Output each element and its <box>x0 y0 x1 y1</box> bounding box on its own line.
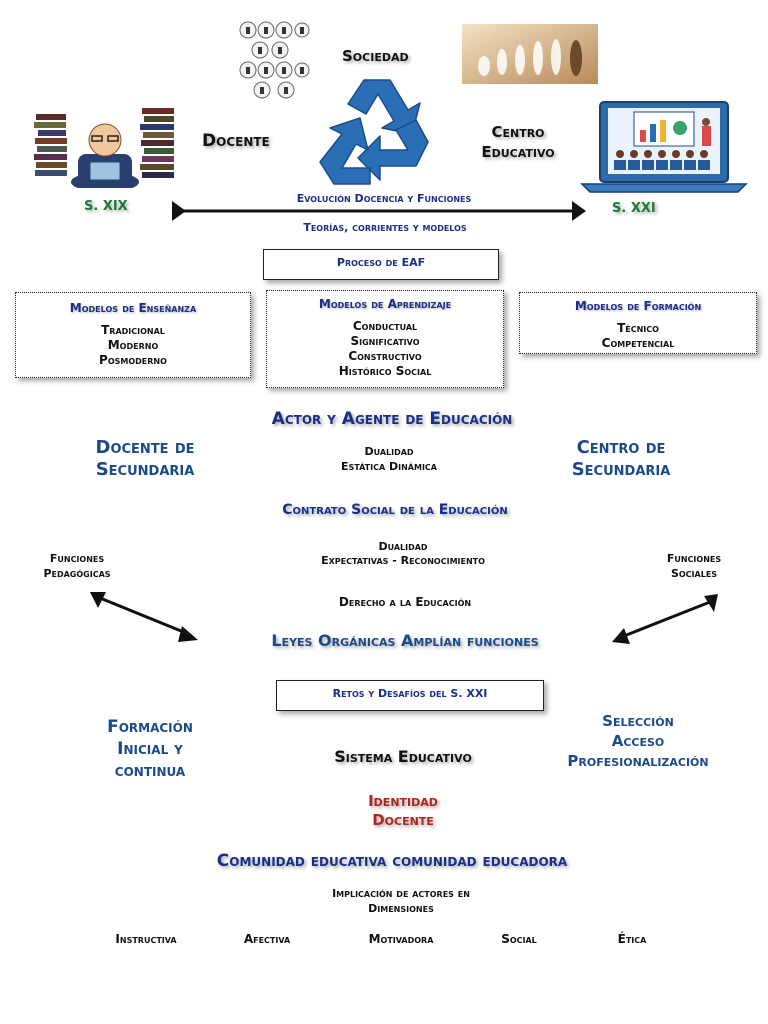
people-grid-icon <box>238 20 310 102</box>
formacion-inicial-line2: Inicial y <box>117 739 183 759</box>
teorias-label: Teorías, corrientes y modelos <box>303 221 467 234</box>
dimension-social: Social <box>501 932 537 946</box>
identidad-docente-line1: Identidad <box>368 792 438 810</box>
modelos-formacion-box: Modelos de Formación Técnico Competencia… <box>519 292 757 354</box>
modelos-ensenanza-box: Modelos de Enseñanza Tradicional Moderno… <box>15 292 251 378</box>
s-xxi-label: S. XXI <box>612 201 656 216</box>
formacion-inicial-line1: Formación <box>107 717 193 737</box>
derecho-educacion-label: Derecho a la Educación <box>338 595 472 609</box>
right-diagonal-arrow <box>610 590 724 646</box>
proceso-eaf-box: Proceso de EAF <box>263 249 499 280</box>
dimension-etica: Ética <box>617 932 647 946</box>
ensenanza-item: Moderno <box>107 338 159 352</box>
centro-secundaria-line2: Secundaria <box>571 459 671 480</box>
formacion-item: Competencial <box>601 336 675 350</box>
evolucion-label: Evolución Docencia y Funciones <box>296 192 472 205</box>
modelos-formacion-title: Modelos de Formación <box>574 299 702 313</box>
funciones-sociales-line2: Sociales <box>670 567 718 580</box>
centro-label-line1: Centro <box>491 123 545 141</box>
implicacion-line2: Dimensiones <box>368 902 434 915</box>
estatica-dinamica-label: Estática Dinámica <box>340 460 438 473</box>
proceso-eaf-label: Proceso de EAF <box>336 256 426 269</box>
evolution-image <box>462 24 598 84</box>
modelos-ensenanza-title: Modelos de Enseñanza <box>69 301 197 315</box>
comunidad-educativa-title: Comunidad educativa comunidad educadora <box>216 851 568 871</box>
dimension-afectiva: Afectiva <box>243 932 291 946</box>
aprendizaje-item: Significativo <box>350 334 420 348</box>
dualidad-contrato-label: Dualidad <box>378 540 428 553</box>
ensenanza-item: Tradicional <box>101 323 165 337</box>
funciones-sociales-line1: Funciones <box>666 552 722 565</box>
centro-secundaria-line1: Centro de <box>576 437 666 458</box>
s-xix-label: S. XIX <box>84 199 128 214</box>
aprendizaje-item: Conductual <box>352 319 418 333</box>
expectativas-label: Expectativas - Reconocimiento <box>321 554 485 567</box>
retos-label: Retos y Desafíos del S. XXI <box>332 687 488 700</box>
sociedad-label: Sociedad <box>342 47 409 65</box>
seleccion-label: Selección <box>602 712 674 730</box>
docente-label: Docente <box>202 131 270 151</box>
profesionalizacion-label: Profesionalización <box>567 752 709 770</box>
aprendizaje-item: Histórico Social <box>338 364 432 378</box>
docente-secundaria-line2: Secundaria <box>95 459 195 480</box>
contrato-social-title: Contrato Social de la Educación <box>282 502 508 518</box>
formacion-inicial-line3: continua <box>114 761 186 781</box>
docente-secundaria-line1: Docente de <box>95 437 195 458</box>
aprendizaje-item: Constructivo <box>348 349 422 363</box>
dimension-motivadora: Motivadora <box>368 932 434 946</box>
sistema-educativo-label: Sistema Educativo <box>334 747 472 766</box>
formacion-item: Técnico <box>617 321 659 335</box>
dualidad-label: Dualidad <box>364 445 414 458</box>
dimension-instructiva: Instructiva <box>115 932 177 946</box>
modelos-aprendizaje-box: Modelos de Aprendizaje Conductual Signif… <box>266 290 504 388</box>
evolution-arrow <box>170 198 588 224</box>
implicacion-line1: Implicación de actores en <box>332 887 470 900</box>
retos-box: Retos y Desafíos del S. XXI <box>276 680 544 711</box>
funciones-pedagogicas-line2: Pedagógicas <box>43 567 111 580</box>
recycle-icon <box>312 72 442 190</box>
funciones-pedagogicas-line1: Funciones <box>49 552 105 565</box>
left-diagonal-arrow <box>86 588 202 644</box>
teacher-books-image <box>30 104 180 188</box>
laptop-classroom-image <box>580 100 748 194</box>
centro-label-line2: Educativo <box>481 143 555 161</box>
acceso-label: Acceso <box>611 732 665 750</box>
ensenanza-item: Posmoderno <box>99 353 167 367</box>
actor-agente-title: Actor y Agente de Educación <box>271 409 513 429</box>
identidad-docente-line2: Docente <box>372 811 434 829</box>
modelos-aprendizaje-title: Modelos de Aprendizaje <box>318 297 452 311</box>
leyes-organicas-title: Leyes Orgánicas Amplían funciones <box>271 631 539 650</box>
